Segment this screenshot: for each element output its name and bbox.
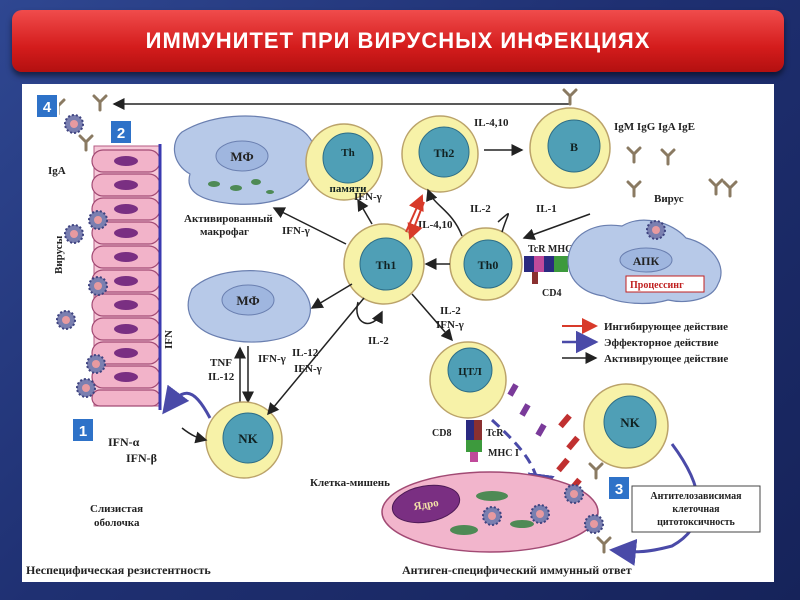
- legend: Ингибирующее действие Эффекторное действ…: [562, 318, 728, 365]
- th0-cell: Th0: [449, 227, 523, 301]
- processing-box: [625, 275, 705, 293]
- svg-text:1: 1: [79, 423, 87, 440]
- target-cell-label: Клетка-мишень: [310, 477, 390, 489]
- virus-right-label: Вирус: [654, 193, 684, 205]
- th0-label: Th0: [478, 258, 499, 272]
- page-title: ИММУНИТЕТ ПРИ ВИРУСНЫХ ИНФЕКЦИЯХ: [145, 28, 651, 53]
- ctl-cell: ЦТЛ: [429, 341, 507, 419]
- adcc-label-3: цитотоксичность: [657, 517, 735, 528]
- tcr-mhc2-complex: [524, 256, 568, 284]
- nk2-label: NK: [620, 415, 640, 430]
- th-memory-label-2: памяти: [329, 183, 367, 195]
- ifn-beta-label: IFN-β: [126, 451, 157, 465]
- th-memory-cell: Th памяти: [305, 123, 383, 201]
- cd8-label: CD8: [432, 428, 451, 439]
- mhc1-label: MHC I: [488, 448, 519, 459]
- svg-text:3: 3: [615, 481, 623, 498]
- badges-layer: 4 2 1 3: [35, 93, 631, 501]
- iga-label: IgA: [48, 165, 66, 177]
- tcr-mhc1-complex: [466, 420, 482, 462]
- nk-cell-2: NK: [583, 383, 669, 469]
- badge-3: 3: [607, 475, 631, 501]
- badge-4: 4: [35, 93, 59, 119]
- ifn-g-mf-label: IFN-γ: [282, 225, 310, 237]
- activated-macrophage: МФ: [173, 115, 317, 205]
- adcc-label-1: Антителозависимая: [650, 491, 742, 502]
- nk1-label: NK: [238, 431, 258, 446]
- legend-item-effector: Эффекторное действие: [604, 337, 719, 349]
- il410-top-label: IL-4,10: [474, 117, 509, 129]
- ctl-label: ЦТЛ: [458, 366, 482, 378]
- apc-label: АПК: [633, 254, 660, 268]
- macrophage-2: МФ: [187, 270, 311, 343]
- antibodies-label: IgM IgG IgA IgE: [614, 121, 695, 133]
- badge-2: 2: [109, 119, 133, 145]
- th1-cell: Th1: [343, 223, 425, 305]
- th-memory-label-1: Th: [341, 147, 354, 159]
- svg-text:4: 4: [43, 99, 52, 116]
- th2-label: Th2: [434, 146, 455, 160]
- il410-mid-label: IL-4,10: [418, 219, 453, 231]
- mucosa-label-2: оболочка: [94, 517, 140, 529]
- mf2-label: МФ: [236, 293, 259, 308]
- nonspecific-caption: Неспецифическая резистентность: [26, 563, 211, 577]
- il1-label: IL-1: [536, 203, 557, 215]
- tnf-label: TNF: [210, 357, 232, 369]
- epithelium: [91, 144, 162, 410]
- badge-1: 1: [71, 417, 95, 443]
- title-banner: ИММУНИТЕТ ПРИ ВИРУСНЫХ ИНФЕКЦИЯХ: [12, 10, 784, 72]
- specific-caption: Антиген-специфический иммунный ответ: [402, 563, 632, 577]
- il2-b-label: IL-2: [368, 335, 389, 347]
- activated-macrophage-label-1: Активированный: [184, 213, 273, 225]
- nucleus-label: Ядро: [413, 497, 440, 513]
- svg-text:2: 2: [117, 125, 125, 142]
- activated-macrophage-label-2: макрофаг: [200, 226, 249, 238]
- diagram-panel: IgA Вирусы IFN МФ Активированный макрофа…: [22, 84, 774, 582]
- il2-a-label: IL-2: [470, 203, 491, 215]
- mf1-label: МФ: [230, 149, 253, 164]
- ifn-alpha-label: IFN-α: [108, 435, 140, 449]
- adcc-label-2: клеточная: [672, 504, 720, 515]
- il12-ifn-label-2: IFN-γ: [294, 363, 322, 375]
- legend-item-activate: Активирующее действие: [604, 353, 728, 365]
- th1-label: Th1: [376, 258, 397, 272]
- il12-ifn-label-1: IL-12: [292, 347, 319, 359]
- cd4-label: CD4: [542, 288, 561, 299]
- il2-ifn-label-1: IL-2: [440, 305, 461, 317]
- ifn-g-nk-label: IFN-γ: [258, 353, 286, 365]
- adcc-box: [631, 485, 761, 533]
- il12-label: IL-12: [208, 371, 235, 383]
- tcr-label: TcR: [486, 428, 504, 439]
- th2-cell: Th2: [401, 115, 479, 193]
- nk-cell-1: NK: [205, 401, 283, 479]
- b-label: B: [570, 140, 578, 154]
- b-cell: B: [529, 107, 611, 189]
- legend-item-inhibit: Ингибирующее действие: [604, 321, 728, 333]
- mucosa-label-1: Слизистая: [90, 503, 143, 515]
- immunity-diagram: IgA Вирусы IFN МФ Активированный макрофа…: [26, 88, 761, 577]
- processing-label: Процессинг: [630, 280, 684, 291]
- il2-ifn-label-2: IFN-γ: [436, 319, 464, 331]
- ifn-vertical-label: IFN: [163, 330, 175, 349]
- tcr-mhc2-label: TcR MHC II: [528, 244, 583, 255]
- viruses-label: Вирусы: [53, 235, 65, 274]
